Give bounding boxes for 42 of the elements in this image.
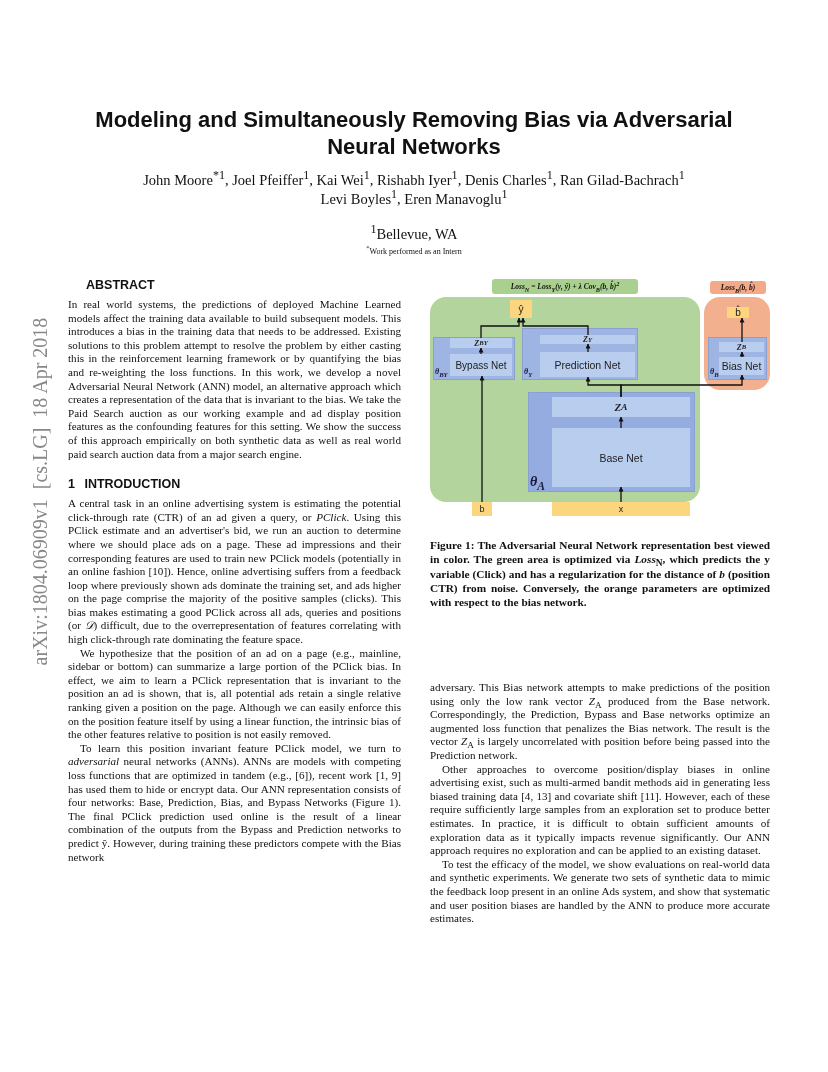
arrow: [480, 317, 522, 339]
arrow: [585, 343, 591, 353]
network-box: Prediction Net: [540, 352, 635, 377]
section-heading: 1 INTRODUCTION: [68, 477, 182, 492]
section-heading: ABSTRACT: [86, 278, 156, 292]
arrow: [739, 317, 745, 343]
body-paragraph: To learn this position invariant feature PClick model, we turn to adversarial neural networks (ANNs). ANNs are models with competing loss functions that are optimized in tandem (e.g., [6]), recent work [1, 9] has used them to hide or encrypt data. Our ANN representation consists of four networks: Base, Prediction, Bias, and Bypass Networks (Figure 1). The final PClick prediction used online is the result of a linear combination of the outputs from the Bypass and Prediction networks to predict ŷ. However, during training these predictors compete with the Bias network: [68, 741, 401, 865]
arrow: [739, 351, 745, 358]
input-box: b: [472, 502, 492, 516]
body-paragraph: To test the efficacy of the model, we show evaluations on real-world data and synthetic experiments. We generate two sets of synthetic data to mimic the feedback loop present in an online Ads system, and show that systematic and user position biases are handled by the ANN to produce more accurate estimates.: [430, 857, 770, 926]
arrow: [620, 374, 745, 398]
author-list: Levi Boyles$^{1}$, Eren Manavoglu$^{1}$: [64, 191, 764, 208]
parameter-label: θ$_{B}$: [710, 367, 719, 376]
parameter-label: θ$_{Y}$: [524, 367, 533, 376]
parameter-label: θ$_{BY}$: [435, 367, 448, 376]
body-paragraph: We hypothesize that the position of an ad on a page (e.g., mainline, sidebar or bottom) can summarize a large portion of the PClick bias. In effect, we aim to learn a PClick representation that is invariant to the position an ad is shown, that is, all potential ads retain a single relative ranking given a position on the page. Although we can easily enforce this on the position feature itself by using a linear function, the intrinsic bias of the other features relative to position is not easily removed.: [68, 646, 401, 742]
output-box: b̂: [727, 307, 749, 318]
network-panel: [708, 337, 767, 380]
arrow: [618, 416, 624, 429]
affiliation-text: $^{1}$Bellevue, WA: [369, 226, 459, 243]
author-list: John Moore$^{*1}$, Joel Pfeiffer$^{1}$, Kai Wei$^{1}$, Rishabh Iyer$^{1}$, Denis Charles$^{1}$, Ran Gilad-Bachrach$^{1}$: [64, 172, 764, 189]
network-box: Base Net: [552, 428, 690, 487]
body-paragraph: In real world systems, the predictions of deployed Machine Learned models affect the training data available to build subsequent models. This introduces a bias in the training data that needs to be addressed. Existing solutions to this problem attempt to resolve the problem by either casting this in the reinforcement learning framework or by quantifying the bias and re-weighting the loss functions. In this work, we develop a novel Adversarial Neural Network (ANN) model, an alternative approach which creates a representation of the data that is invariant to the bias. We take the Paid Search auction as our working example and ad display position features as the confounding features for this setting. We show the success of this approach empirically on both synthetic data as well as real world paid search auction data from a major search engine.: [68, 298, 401, 462]
body-paragraph: Other approaches to overcome position/display biases in online advertising exist, such as multi-armed bandit methods aid in generating less biased training data [4, 13] and covariate shift [11]. However, each of these require sufficiently large samples from an exploration set to produce better estimates. In practice, it is difficult to obtain sufficient amounts of exploration data as it typically impacts revenue significantly. Our ANN approach requires no exploration and can be applied to an existing dataset.: [430, 762, 770, 858]
network-panel: [522, 328, 638, 380]
arrow: [479, 375, 485, 503]
network-box: Bias Net: [719, 357, 764, 375]
body-paragraph: A central task in an online advertising system is estimating the potential click-through rate (CTR) of an ad given a query, or PClick. Using this PClick estimate and an advertiser's bid, we run an auction to determine where we should place ads on a page. These ad impressions and their corresponding features are used to train new PClick models (potentially in an online fashion [10]). Hence, online advertising suffers from a feedback loop where previously shown ads dominate the training set, and ads higher on the page comprise the majority of the positive samples (clicks). This bias makes estimating a good PClick across all ads, queries and positions (or 𝒟) difficult, due to the overrepresentation of features correlating with high click-through rate dominating the feature space.: [68, 497, 401, 647]
arxiv-identifier: arXiv:1804.06909v1 [cs.LG] 18 Apr 2018: [28, 316, 52, 668]
body-paragraph: adversary. This Bias network attempts to make predictions of the position using only the low rank vector Z$_{A}$ produced from the Base network. Correspondingly, the Prediction, Bypass and Base networks optimize an augmented loss function that penalizes the Bias network. The result is the vector Z$_{A}$ is largely uncorrelated with position before being passed into the Prediction network.: [430, 681, 770, 763]
arrow: [520, 317, 589, 336]
network-panel: [433, 337, 515, 380]
parameter-label: θ$_{A}$: [530, 474, 546, 490]
input-box: x: [552, 502, 690, 516]
figure-caption: Figure 1: The Adversarial Neural Network representation best viewed in color. The green area is optimized via Loss$_{N}$, which predicts the y variable (Click) and has a regularization for the distance of b (position CTR) from noise. Conversely, the orange parameters are optimized with respect to the bias network.: [430, 538, 770, 610]
output-box: ŷ: [510, 300, 532, 318]
network-box: Bypass Net: [450, 354, 512, 376]
arrow: [478, 347, 484, 355]
network-panel: [528, 392, 695, 492]
footnote: $^{*}$Work performed as an Intern: [365, 247, 463, 256]
paper-title: Modeling and Simultaneously Removing Bias via Adversarial Neural Networks: [94, 106, 734, 160]
arrow: [618, 486, 624, 503]
